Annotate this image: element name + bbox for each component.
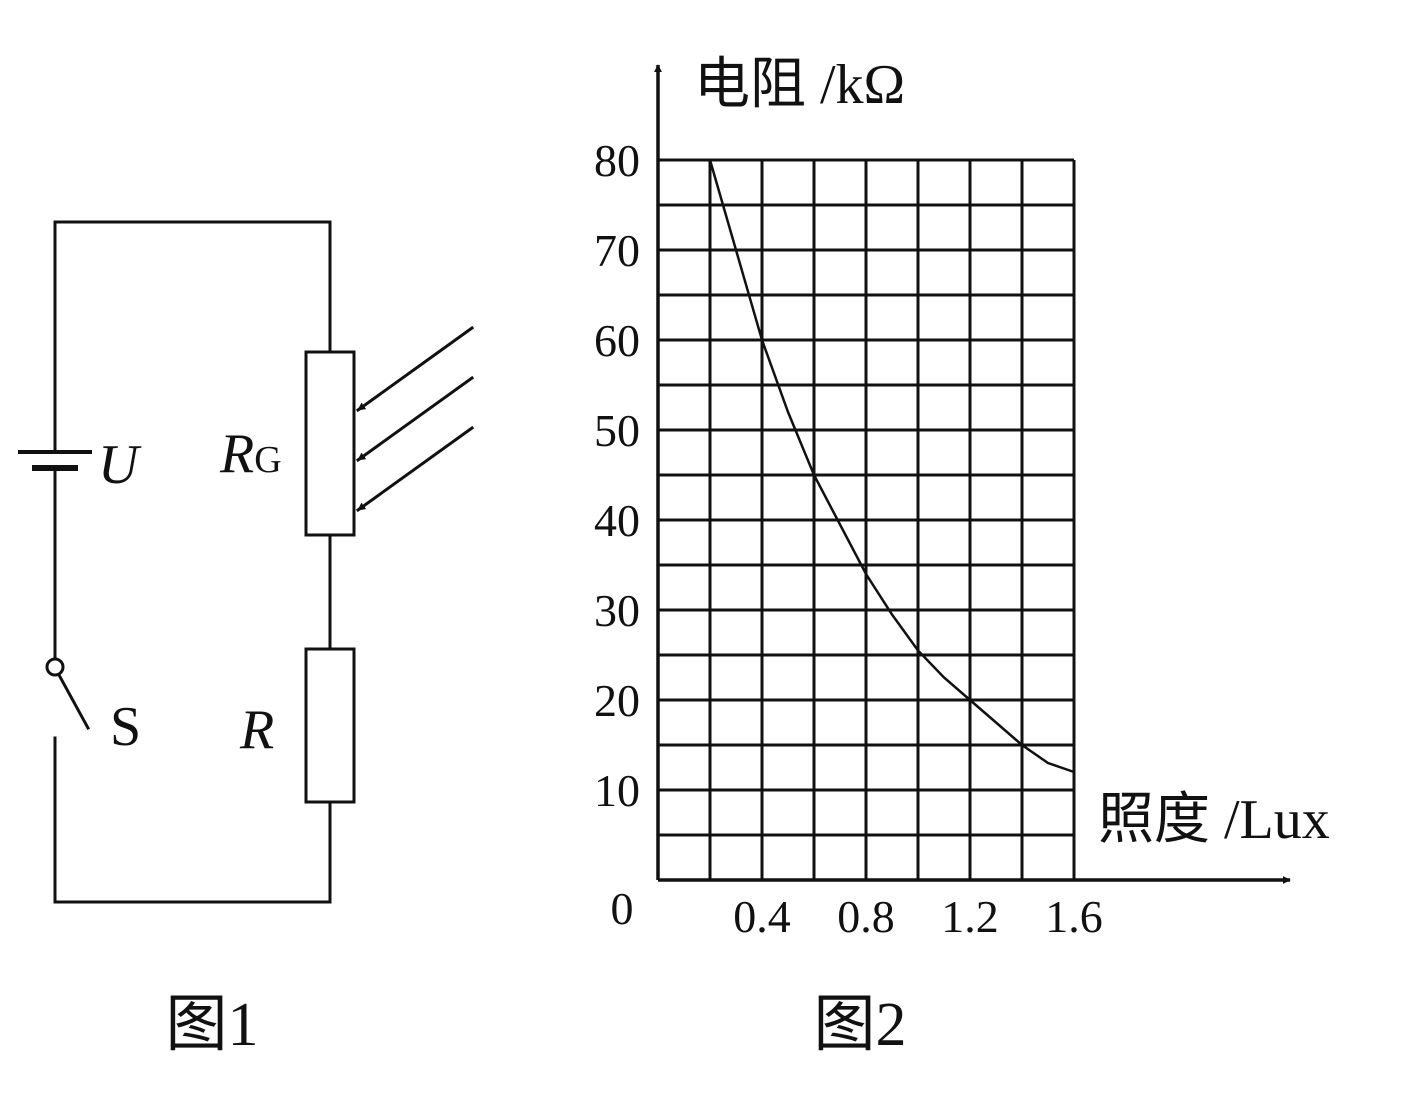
light-arrow-3: [355, 425, 475, 513]
photoresistor-label: RG: [219, 423, 282, 485]
photoresistor-label-sub: G: [254, 439, 281, 481]
resistance-curve: [708, 159, 1075, 774]
switch-label: S: [110, 696, 141, 758]
resistor-label: R: [239, 699, 274, 761]
x-tick-label: 0.4: [733, 891, 791, 942]
origin-label: 0: [611, 883, 634, 934]
curve-layer: [708, 159, 1075, 774]
y-tick-label: 60: [594, 315, 640, 366]
light-arrow-1: [355, 325, 475, 413]
x-tick-label: 0.8: [837, 891, 895, 942]
y-tick-label: 70: [594, 225, 640, 276]
y-tick-label: 30: [594, 585, 640, 636]
resistor: [304, 647, 356, 804]
y-tick-label: 40: [594, 495, 640, 546]
circuit-diagram: U S RG R 图1: [18, 220, 475, 1059]
figure1-caption: 图1: [165, 991, 258, 1059]
x-tick-label: 1.2: [941, 891, 999, 942]
light-arrow-2: [355, 375, 475, 463]
battery-symbol: [18, 450, 92, 471]
resistance-chart: 10 20 30 40 50 60 70 80 0.4 0.8 1.2 1.6 电阻 /kΩ 照度 /…: [594, 54, 1330, 1059]
y-axis-title: 电阻 /kΩ: [694, 54, 905, 116]
x-tick-label: 1.6: [1045, 891, 1103, 942]
x-axis-title: 照度 /Lux: [1098, 789, 1330, 851]
photoresistor-label-main: R: [219, 423, 254, 485]
source-label: U: [98, 434, 142, 496]
wire-top: [53, 220, 332, 452]
tick-labels: 10 20 30 40 50 60 70 80 0.4 0.8 1.2 1.6: [594, 135, 1103, 942]
y-tick-label: 80: [594, 135, 640, 186]
wire-bottom: [53, 736, 332, 904]
y-tick-label: 20: [594, 675, 640, 726]
y-tick-label: 50: [594, 405, 640, 456]
photoresistor: [304, 350, 356, 537]
y-tick-label: 10: [594, 765, 640, 816]
figure2-caption: 图2: [813, 991, 906, 1059]
switch-symbol: [45, 657, 91, 731]
chart-grid: [658, 158, 1076, 880]
